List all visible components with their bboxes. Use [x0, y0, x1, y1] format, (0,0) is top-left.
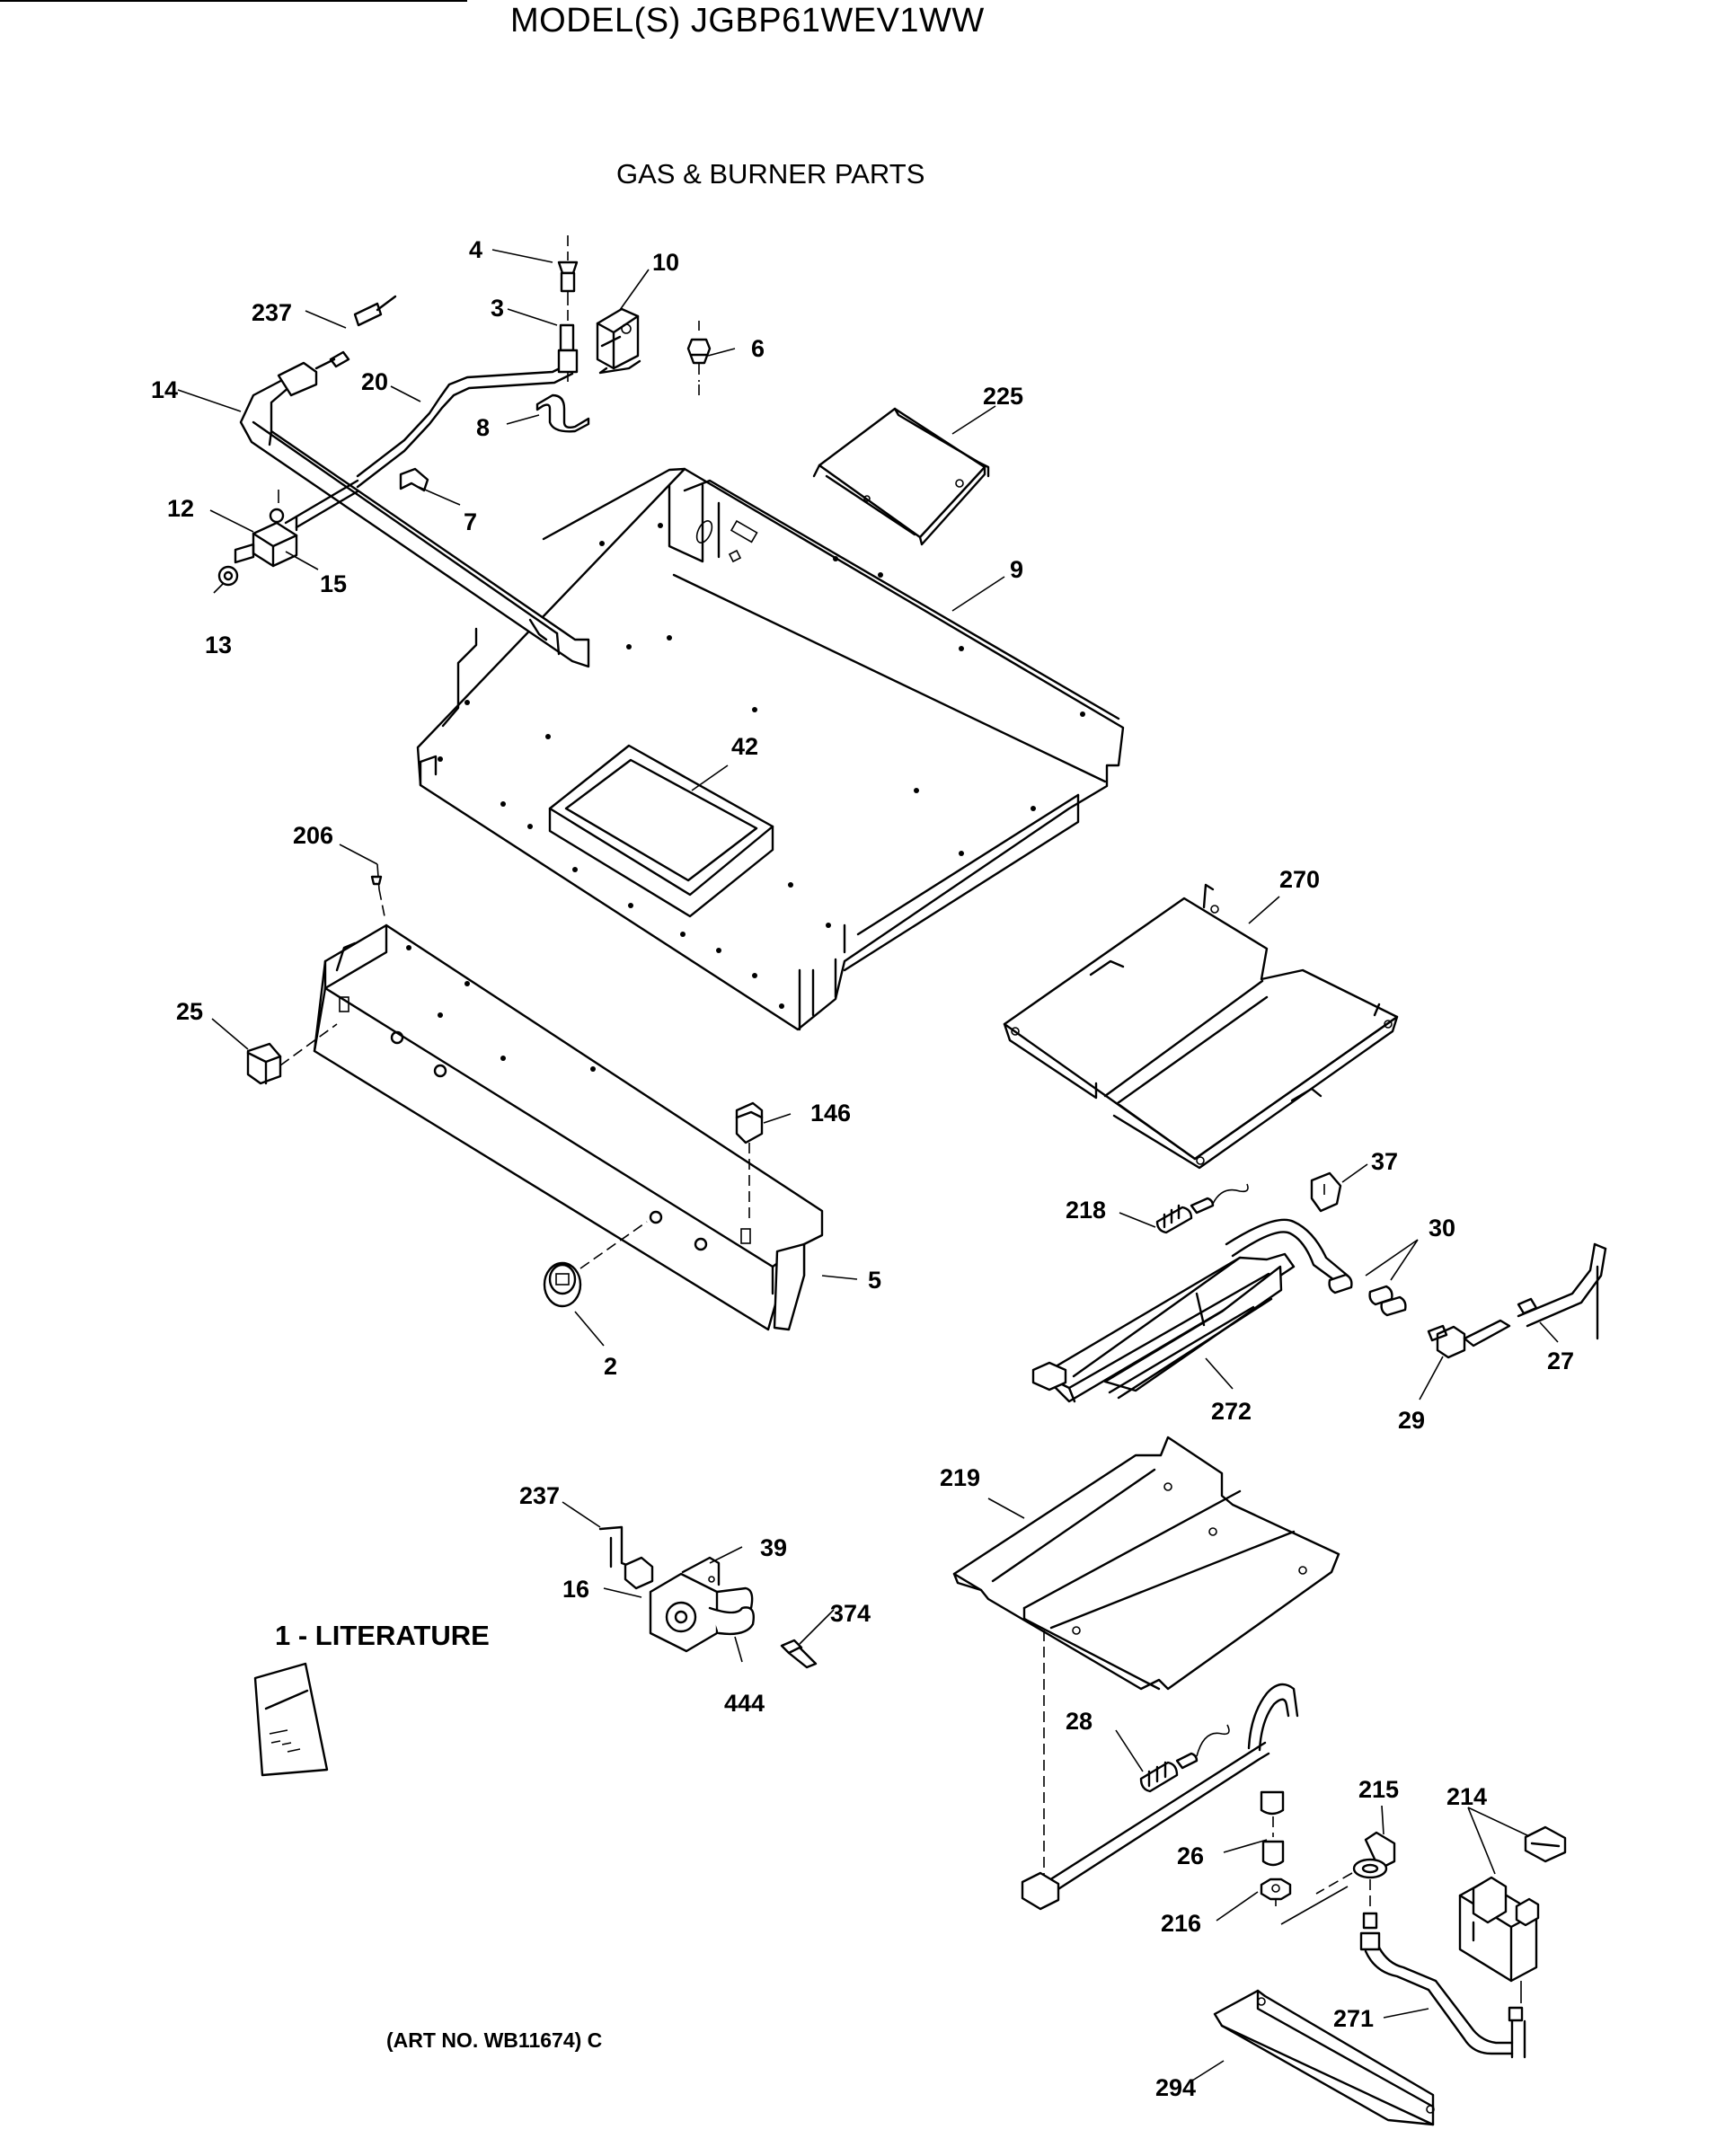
- fitting-part-29: [1427, 1319, 1511, 1359]
- callout-4: 4: [469, 236, 482, 263]
- burner-box-part-9: [416, 467, 1125, 1031]
- shield-part-294: [1213, 1989, 1435, 2126]
- clip-part-146: [735, 1101, 764, 1222]
- callout-146: 146: [810, 1100, 851, 1127]
- callout-237-regulator: 237: [519, 1482, 560, 1509]
- callout-29: 29: [1398, 1407, 1425, 1434]
- callout-37: 37: [1371, 1148, 1398, 1175]
- literature-envelope: [253, 1662, 329, 1777]
- broil-burner-part-28: [1021, 1683, 1299, 1911]
- model-title: MODEL(S) JGBP61WEV1WW: [510, 2, 985, 40]
- callout-270: 270: [1279, 866, 1320, 893]
- callout-2: 2: [604, 1353, 617, 1380]
- callout-28: 28: [1066, 1708, 1092, 1735]
- pressure-regulator-part-16: [598, 1525, 755, 1653]
- callout-218: 218: [1066, 1197, 1106, 1224]
- callout-216: 216: [1161, 1910, 1201, 1937]
- callout-5: 5: [868, 1267, 881, 1294]
- callout-16: 16: [562, 1576, 589, 1603]
- callout-14: 14: [151, 376, 178, 403]
- callout-215: 215: [1358, 1776, 1399, 1803]
- callout-206: 206: [293, 822, 333, 849]
- burner-tube-and-igniter-218: [1072, 1183, 1349, 1378]
- callout-15: 15: [320, 570, 347, 597]
- control-panel-part-5: [313, 923, 824, 1331]
- callout-374: 374: [830, 1600, 871, 1627]
- callout-294: 294: [1155, 2074, 1196, 2101]
- callout-13: 13: [205, 632, 232, 658]
- callout-10: 10: [652, 249, 679, 276]
- callout-20: 20: [361, 368, 388, 395]
- callout-labels: 4 10 237 3 6 14 20 8 225 12 7 15 9 13 42…: [151, 236, 1574, 2101]
- orifice-parts-3-4-6: [557, 235, 712, 395]
- callout-8: 8: [476, 414, 490, 441]
- callout-444: 444: [724, 1690, 765, 1717]
- section-title: GAS & BURNER PARTS: [616, 158, 925, 190]
- safety-valve-part-214: [1458, 1825, 1567, 2003]
- callout-39: 39: [760, 1534, 787, 1561]
- callout-30: 30: [1429, 1215, 1455, 1241]
- baffle-part-270: [1003, 883, 1399, 1170]
- leader-lines: [177, 249, 1559, 2083]
- callout-271: 271: [1333, 2005, 1374, 2032]
- callout-272: 272: [1211, 1398, 1252, 1425]
- clamp-part-8: [535, 393, 590, 433]
- callout-7: 7: [464, 508, 477, 535]
- tube-part-27: [1517, 1242, 1607, 1340]
- valve-parts-12-13-15: [213, 490, 298, 594]
- manifold-part-14: [239, 295, 590, 668]
- switch-part-25: [246, 1023, 338, 1085]
- literature-label: 1 - LITERATURE: [275, 1620, 490, 1651]
- screw-part-206: [370, 863, 385, 917]
- bracket-part-37: [1310, 1171, 1342, 1213]
- bracket-part-10: [596, 307, 641, 375]
- callout-42: 42: [731, 733, 758, 760]
- orifice-hood-part-30: [1328, 1273, 1407, 1317]
- callout-27: 27: [1547, 1348, 1574, 1374]
- callout-25: 25: [176, 998, 203, 1025]
- plate-part-225: [812, 407, 990, 546]
- baffle-part-219: [952, 1436, 1340, 1882]
- callout-237: 237: [252, 299, 292, 326]
- callout-225: 225: [983, 383, 1023, 410]
- orifice-hood-part-26: [1260, 1790, 1285, 1867]
- art-number: (ART NO. WB11674) C: [386, 2028, 603, 2052]
- callout-26: 26: [1177, 1842, 1204, 1869]
- callout-214: 214: [1446, 1783, 1487, 1810]
- knob-part-2: [543, 1221, 648, 1308]
- callout-219: 219: [940, 1464, 980, 1491]
- callout-3: 3: [491, 295, 504, 322]
- callout-6: 6: [751, 335, 765, 362]
- header-rule: [0, 0, 467, 2]
- gas-line-part-271: [1359, 1912, 1526, 2059]
- oven-burner-part-272: [1031, 1252, 1296, 1403]
- bracket-part-215: [1315, 1831, 1396, 1909]
- nut-part-216: [1260, 1878, 1349, 1925]
- callout-9: 9: [1010, 556, 1023, 583]
- orifice-part-374: [780, 1639, 818, 1669]
- callout-12: 12: [167, 495, 194, 522]
